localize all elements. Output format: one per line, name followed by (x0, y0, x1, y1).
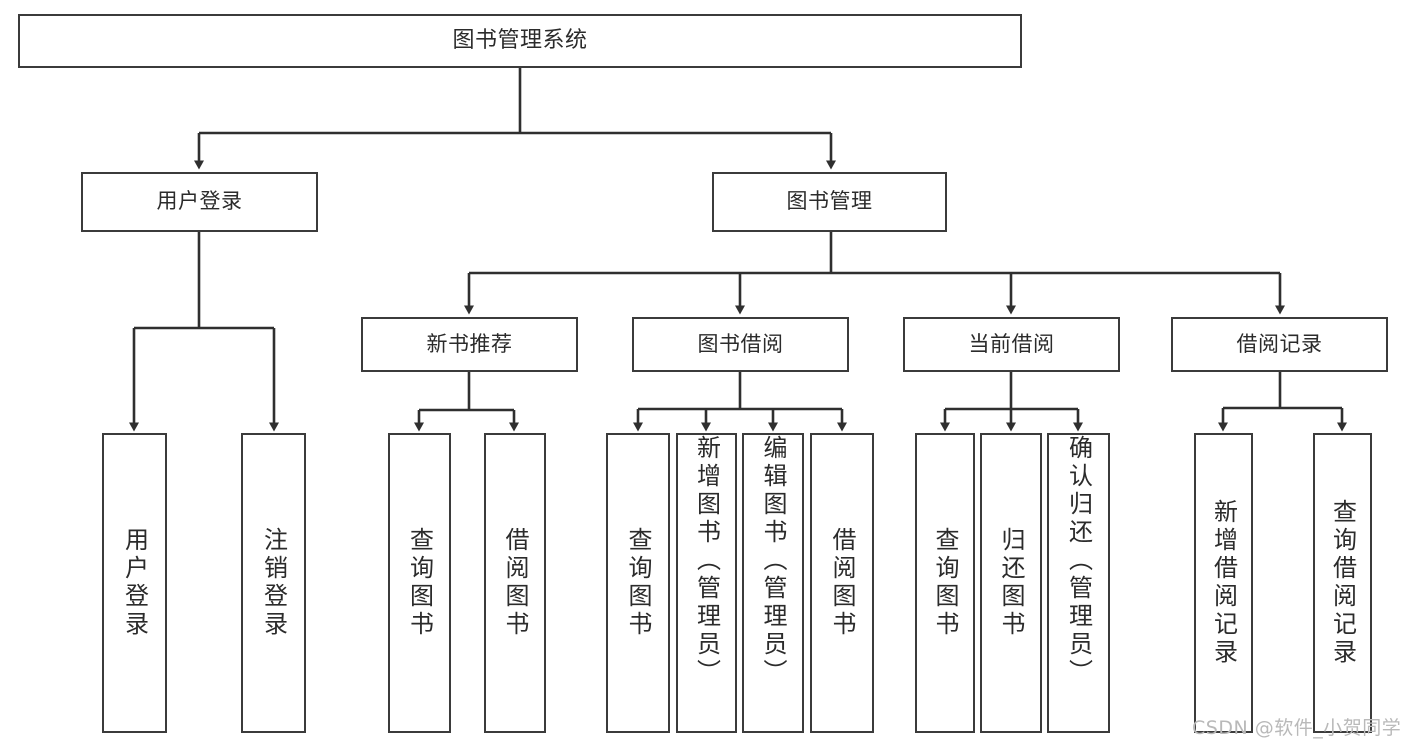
leaf-new-book-query[interactable]: 查询图书 (388, 433, 451, 733)
leaf-borrow-record-add[interactable]: 新增借阅记录 (1194, 433, 1253, 733)
leaf-new-book-borrow[interactable]: 借阅图书 (484, 433, 546, 733)
leaf-label: 注销登录 (259, 527, 288, 639)
leaf-label: 新增图书（管理员） (692, 435, 721, 687)
node-root-label: 图书管理系统 (452, 27, 588, 53)
leaf-user-login-login[interactable]: 用户登录 (102, 433, 167, 733)
leaf-label: 归还图书 (997, 527, 1025, 639)
leaf-label: 新增借阅记录 (1209, 499, 1238, 667)
leaf-current-borrow-return[interactable]: 归还图书 (980, 433, 1042, 733)
watermark: CSDN @软件_小贺同学 (1192, 717, 1402, 739)
leaf-book-borrow-add[interactable]: 新增图书（管理员） (676, 433, 737, 733)
leaf-label: 借阅图书 (828, 527, 856, 639)
leaf-current-borrow-query[interactable]: 查询图书 (915, 433, 975, 733)
node-user-login-label: 用户登录 (156, 189, 243, 214)
leaf-current-borrow-confirm-return[interactable]: 确认归还（管理员） (1047, 433, 1110, 733)
leaf-label: 借阅图书 (501, 527, 529, 639)
node-book-borrow-label: 图书借阅 (697, 331, 784, 356)
leaf-label: 查询图书 (624, 527, 652, 639)
node-book-management[interactable]: 图书管理 (712, 172, 947, 232)
leaf-label: 用户登录 (120, 527, 149, 639)
node-book-borrow[interactable]: 图书借阅 (632, 317, 849, 372)
node-new-book-recommend[interactable]: 新书推荐 (361, 317, 578, 372)
leaf-borrow-record-query[interactable]: 查询借阅记录 (1313, 433, 1372, 733)
node-book-management-label: 图书管理 (786, 189, 873, 214)
node-borrow-record[interactable]: 借阅记录 (1171, 317, 1388, 372)
node-current-borrow[interactable]: 当前借阅 (903, 317, 1120, 372)
leaf-book-borrow-query[interactable]: 查询图书 (606, 433, 670, 733)
leaf-label: 查询图书 (931, 527, 959, 639)
leaf-book-borrow-borrow[interactable]: 借阅图书 (810, 433, 874, 733)
leaf-label: 查询图书 (405, 527, 434, 639)
leaf-user-login-logout[interactable]: 注销登录 (241, 433, 306, 733)
leaf-book-borrow-edit[interactable]: 编辑图书（管理员） (742, 433, 804, 733)
node-user-login[interactable]: 用户登录 (81, 172, 318, 232)
node-root[interactable]: 图书管理系统 (18, 14, 1022, 68)
node-current-borrow-label: 当前借阅 (968, 331, 1055, 356)
node-new-book-recommend-label: 新书推荐 (426, 331, 513, 356)
node-borrow-record-label: 借阅记录 (1236, 331, 1323, 356)
leaf-label: 确认归还（管理员） (1064, 435, 1093, 687)
leaf-label: 查询借阅记录 (1328, 499, 1357, 667)
leaf-label: 编辑图书（管理员） (759, 435, 787, 687)
